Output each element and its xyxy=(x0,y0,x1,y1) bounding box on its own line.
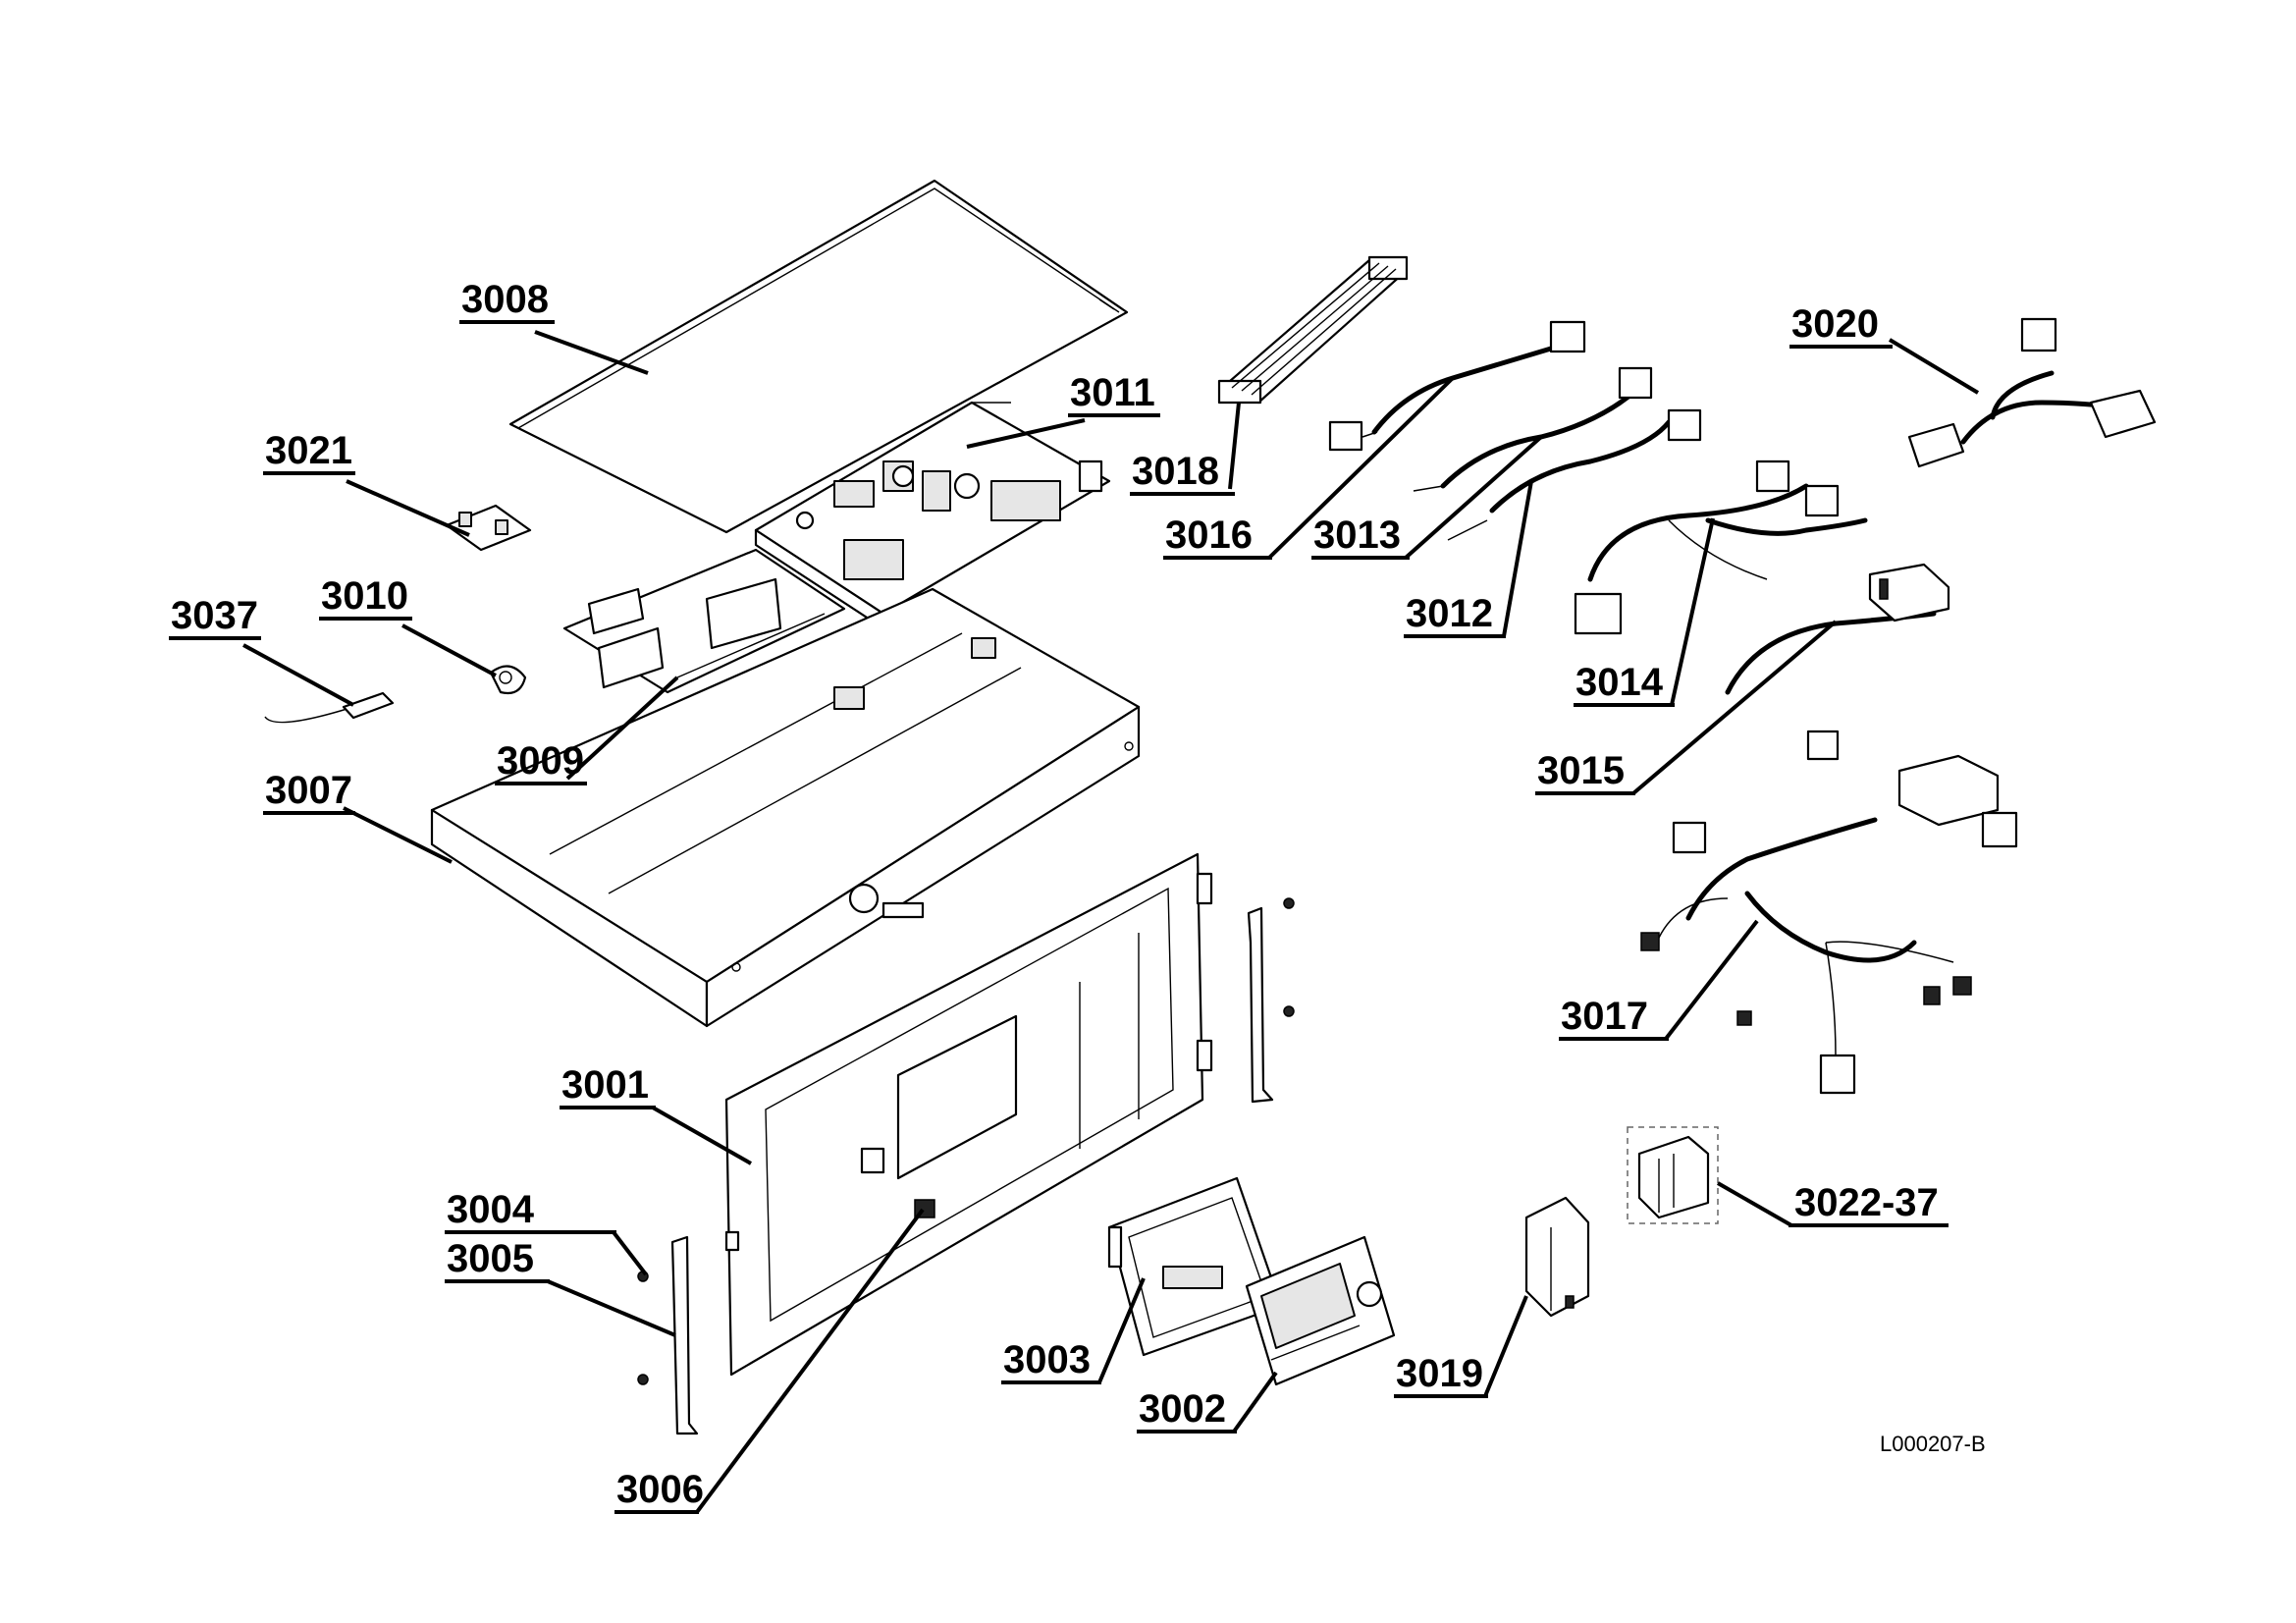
label-3007: 3007 xyxy=(265,769,352,812)
display-module-part xyxy=(1245,1235,1396,1386)
label-3016: 3016 xyxy=(1165,514,1253,557)
clip-part xyxy=(489,665,527,695)
label-3002: 3002 xyxy=(1139,1387,1226,1431)
label-3021: 3021 xyxy=(265,429,352,472)
label-3018: 3018 xyxy=(1132,450,1219,493)
drawing-reference-code: L000207-B xyxy=(1880,1432,1986,1456)
harness-3020-part xyxy=(1907,317,2157,468)
small-pcb-part xyxy=(445,504,532,552)
label-3006: 3006 xyxy=(616,1468,704,1511)
secondary-board-part xyxy=(562,548,846,694)
harness-3016-part xyxy=(1328,320,1586,452)
cover-panel-part xyxy=(508,179,1129,534)
leader-lines xyxy=(242,330,1980,1514)
label-3013: 3013 xyxy=(1313,514,1401,557)
terminal-block-part xyxy=(1627,1126,1719,1224)
main-circuit-board-part xyxy=(754,401,1111,630)
label-3012: 3012 xyxy=(1406,592,1493,635)
housing-part xyxy=(430,587,1141,1028)
label-3022-37: 3022-37 xyxy=(1794,1181,1939,1224)
display-housing-part xyxy=(1107,1176,1283,1357)
label-3019: 3019 xyxy=(1396,1352,1483,1395)
part-labels: 3008 3011 3021 3010 3037 3009 3007 3018 … xyxy=(169,278,1949,1514)
harness-3015-part xyxy=(1725,563,1950,695)
front-panel-part xyxy=(724,852,1213,1377)
ribbon-cable-part xyxy=(1217,255,1409,405)
harness-3014-part xyxy=(1574,460,1868,635)
mounting-bracket-part xyxy=(670,906,1274,1435)
label-3015: 3015 xyxy=(1537,749,1625,792)
label-3014: 3014 xyxy=(1575,661,1664,704)
label-3003: 3003 xyxy=(1003,1338,1091,1381)
label-3020: 3020 xyxy=(1791,302,1879,346)
label-3011: 3011 xyxy=(1070,371,1155,414)
label-3008: 3008 xyxy=(461,278,549,321)
label-3017: 3017 xyxy=(1561,995,1648,1038)
harness-3017-part xyxy=(1640,730,2018,1095)
sensor-part xyxy=(264,691,395,724)
relay-block-part xyxy=(1524,1196,1590,1318)
label-3001: 3001 xyxy=(561,1063,649,1107)
label-3005: 3005 xyxy=(447,1237,534,1280)
label-3004: 3004 xyxy=(447,1188,535,1231)
label-3009: 3009 xyxy=(497,739,584,783)
label-3010: 3010 xyxy=(321,574,408,618)
label-3037: 3037 xyxy=(171,594,258,637)
